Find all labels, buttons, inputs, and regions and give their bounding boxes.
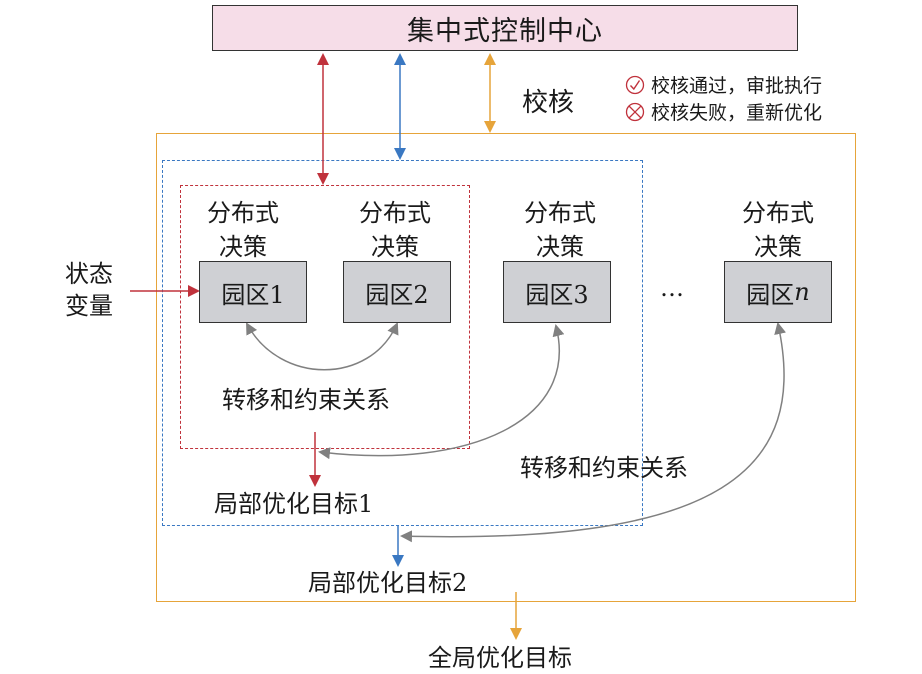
decision-label-3: 分布式决策: [524, 199, 596, 261]
legend-pass: 校核通过，审批执行: [625, 71, 822, 98]
relation-label-inner: 转移和约束关系: [222, 386, 390, 414]
state-variable-label: 状态 变量: [65, 260, 113, 320]
verify-label: 校核: [522, 88, 575, 118]
park-3-box: 园区3: [503, 261, 611, 323]
control-center-label: 集中式控制中心: [407, 15, 603, 47]
park-2-box: 园区2: [343, 261, 451, 323]
check-circle-icon: [625, 75, 645, 94]
decision-label-n: 分布式决策: [742, 199, 814, 261]
decision-label-2: 分布式决策: [359, 199, 431, 261]
local-goal-2: 局部优化目标2: [308, 569, 468, 597]
global-region-box: [156, 133, 856, 602]
legend-fail: 校核失败，重新优化: [625, 98, 822, 125]
control-center-box: 集中式控制中心: [212, 5, 798, 51]
cross-circle-icon: [625, 102, 645, 121]
decision-label-1: 分布式决策: [207, 199, 279, 261]
relation-curve-p1-p2: [246, 322, 399, 371]
relation-curve-pn: [400, 322, 786, 543]
legend-fail-text: 校核失败，重新优化: [651, 102, 823, 124]
ellipsis: …: [660, 274, 684, 302]
global-goal: 全局优化目标: [428, 644, 572, 672]
legend-pass-text: 校核通过，审批执行: [651, 75, 823, 97]
park-1-box: 园区1: [199, 261, 307, 323]
local-goal-1: 局部优化目标1: [214, 490, 374, 518]
relation-label-outer: 转移和约束关系: [520, 454, 688, 482]
